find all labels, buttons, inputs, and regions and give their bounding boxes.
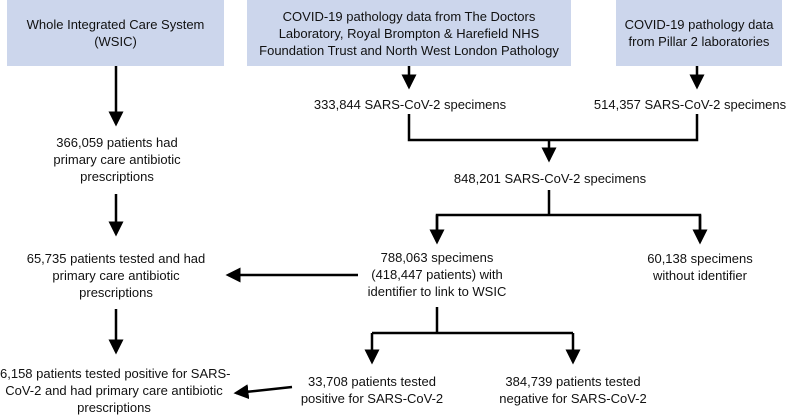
- node-antibiotic-line-1: 366,059 patients had: [56, 135, 178, 150]
- node-pillar2-specimens-text: 514,357 SARS-CoV-2 specimens: [593, 97, 787, 112]
- node-antibiotic-prescriptions: 366,059 patients had primary care antibi…: [20, 134, 214, 185]
- source-wsic: Whole Integrated Care System (WSIC): [7, 0, 224, 66]
- node-identifier-line-1: 788,063 specimens: [380, 250, 494, 265]
- source-lab: COVID-19 pathology data from The Doctors…: [247, 0, 571, 66]
- node-antibiotic-line-3: prescriptions: [80, 169, 154, 184]
- node-positive-with-prescriptions: 6,158 patients tested positive for SARS-…: [0, 365, 231, 416]
- source-pillar2-text: COVID-19 pathology data from Pillar 2 la…: [624, 17, 774, 49]
- node-negative-line-2: negative for SARS-CoV-2: [499, 391, 647, 406]
- node-without-line-1: 60,138 specimens: [647, 251, 753, 266]
- source-wsic-text: Whole Integrated Care System (WSIC): [26, 17, 205, 49]
- merge-bracket: [407, 114, 699, 142]
- node-without-line-2: without identifier: [653, 268, 747, 283]
- split-bracket: [435, 213, 702, 240]
- node-tested-line-2: primary care antibiotic: [52, 268, 180, 283]
- node-positive-prescriptions-line-2: CoV-2 and had primary care antibiotic: [5, 383, 223, 398]
- arrow-positive-to-prescriptions: [233, 384, 293, 400]
- node-lab-specimens: 333,844 SARS-CoV-2 specimens: [300, 96, 520, 113]
- node-pillar2-specimens: 514,357 SARS-CoV-2 specimens: [593, 96, 787, 113]
- node-negative-line-1: 384,739 patients tested: [505, 374, 641, 389]
- node-positive-prescriptions-line-1: 6,158 patients tested positive for SARS-: [0, 366, 231, 381]
- node-combined-specimens: 848,201 SARS-CoV-2 specimens: [445, 170, 655, 187]
- node-positive-line-1: 33,708 patients tested: [308, 374, 436, 389]
- node-positive-line-2: positive for SARS-CoV-2: [300, 391, 444, 406]
- node-antibiotic-line-2: primary care antibiotic: [53, 152, 181, 167]
- source-lab-text: COVID-19 pathology data from The Doctors…: [259, 8, 559, 58]
- node-with-identifier: 788,063 specimens (418,447 patients) wit…: [355, 249, 519, 300]
- node-tested-negative: 384,739 patients tested negative for SAR…: [490, 373, 656, 407]
- node-identifier-line-2: (418,447 patients) with: [371, 267, 503, 282]
- node-tested-with-prescriptions: 65,735 patients tested and had primary c…: [0, 250, 232, 301]
- node-positive-prescriptions-line-3: prescriptions: [77, 400, 151, 415]
- node-tested-positive: 33,708 patients tested positive for SARS…: [290, 373, 454, 407]
- source-pillar2: COVID-19 pathology data from Pillar 2 la…: [616, 0, 782, 66]
- node-tested-line-3: prescriptions: [79, 285, 153, 300]
- node-without-identifier: 60,138 specimens without identifier: [630, 250, 770, 284]
- node-combined-specimens-text: 848,201 SARS-CoV-2 specimens: [453, 171, 647, 186]
- node-lab-specimens-text: 333,844 SARS-CoV-2 specimens: [313, 97, 507, 112]
- node-identifier-line-3: identifier to link to WSIC: [367, 284, 507, 299]
- node-tested-line-1: 65,735 patients tested and had: [26, 251, 206, 266]
